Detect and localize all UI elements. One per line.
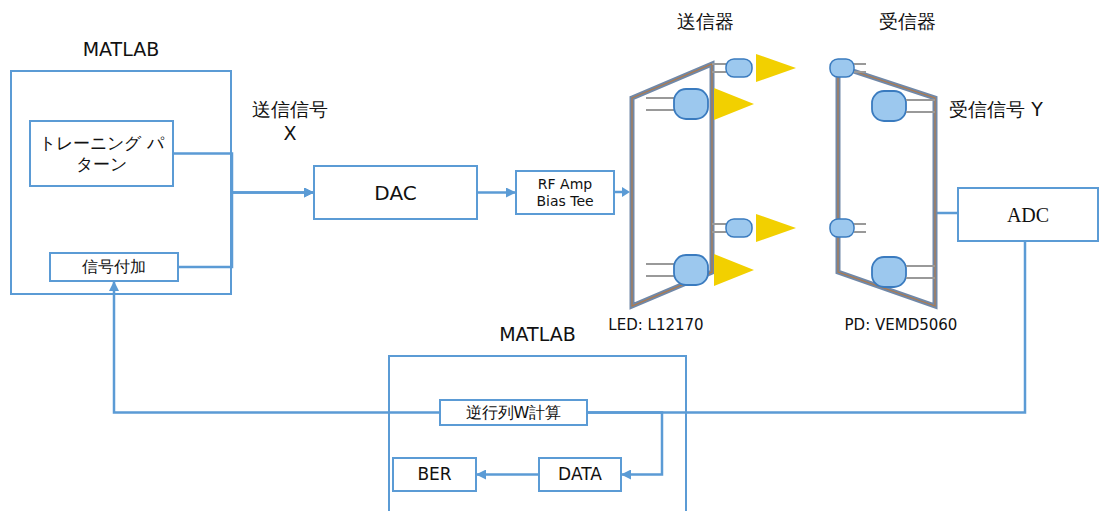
feed-arrowhead bbox=[622, 187, 630, 197]
device-label: 送信器 bbox=[660, 10, 750, 34]
receive-wire bbox=[937, 212, 957, 215]
box-text: DAC bbox=[374, 181, 416, 205]
matlab-panel: MATLAB逆行列W計算BERDATA bbox=[388, 355, 687, 511]
signal-connector bbox=[179, 193, 313, 268]
box-text: トレーニング パターン bbox=[37, 133, 166, 174]
box-text: 逆行列W計算 bbox=[466, 403, 562, 422]
amplifier-box: RF Amp Bias Tee bbox=[515, 170, 615, 215]
receiver-panel bbox=[838, 66, 935, 306]
led-group bbox=[646, 54, 796, 286]
panel-heading: MATLAB bbox=[12, 38, 230, 60]
process-box: BER bbox=[392, 457, 477, 492]
signal-connector bbox=[114, 282, 439, 413]
device-label: 受信器 bbox=[862, 10, 952, 34]
process-box: 逆行列W計算 bbox=[439, 399, 588, 426]
signal-label: 送信信号 X bbox=[244, 98, 336, 146]
signal-label: 受信信号 Y bbox=[944, 98, 1048, 122]
signal-connector bbox=[174, 154, 313, 193]
part-label: PD: VEMD5060 bbox=[826, 316, 976, 335]
box-text: DATA bbox=[558, 464, 602, 484]
box-text: ADC bbox=[1007, 203, 1049, 227]
transmitter-panel-trace bbox=[632, 64, 712, 306]
signal-connector bbox=[478, 191, 515, 194]
box-text: BER bbox=[417, 464, 451, 484]
receiver-panel-trace bbox=[838, 66, 935, 306]
part-label: LED: L12170 bbox=[586, 316, 726, 335]
box-text: RF Amp Bias Tee bbox=[531, 176, 599, 210]
matlab-panel: MATLABトレーニング パターン信号付加 bbox=[10, 70, 232, 295]
signal-connector bbox=[477, 473, 538, 476]
box-text: 信号付加 bbox=[82, 257, 146, 276]
transmitter-panel bbox=[632, 64, 712, 306]
process-box: トレーニング パターン bbox=[29, 120, 174, 187]
converter-box: DAC bbox=[313, 165, 478, 220]
process-box: DATA bbox=[538, 457, 622, 492]
photodiode-group bbox=[830, 59, 935, 287]
process-box: 信号付加 bbox=[49, 252, 179, 282]
converter-box: ADC bbox=[957, 187, 1099, 242]
